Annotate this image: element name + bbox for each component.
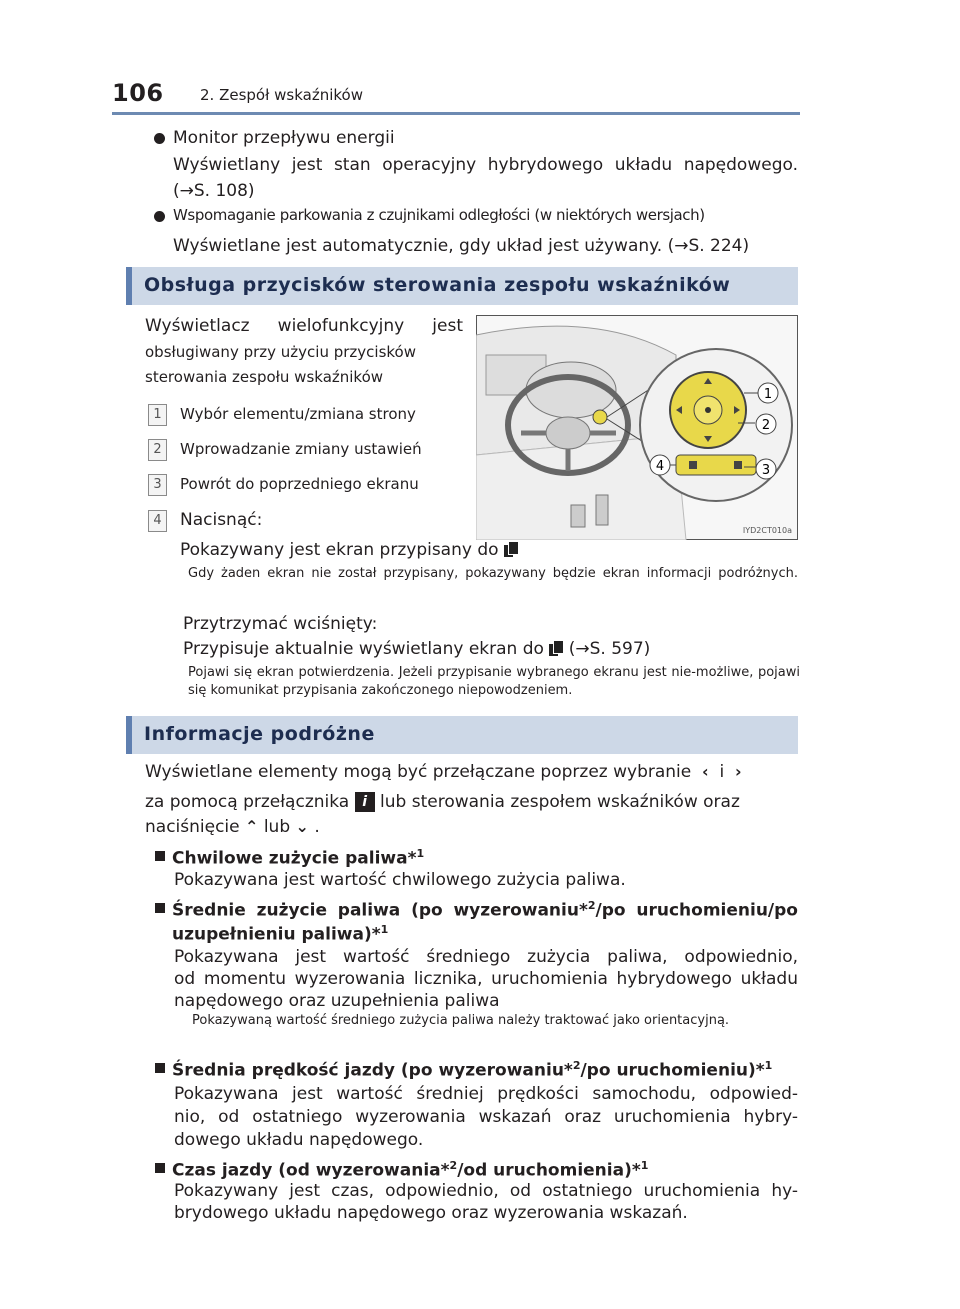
callout-number: 4 <box>148 510 167 532</box>
header-rule <box>112 112 800 115</box>
callout-number: 1 <box>148 404 167 426</box>
item-title-text: Czas jazdy (od wyzerowania* <box>172 1160 450 1181</box>
hold-text: Przypisuje aktualnie wyświetlany ekran d… <box>183 636 650 662</box>
callout-number: 3 <box>148 474 167 496</box>
item-title: Średnia prędkość jazdy (po wyzerowaniu*2… <box>172 1054 772 1083</box>
section2-intro-line1: Wyświetlane elementy mogą być przełączan… <box>145 759 742 785</box>
item-text: brydowego układu napędowego oraz wyzerow… <box>174 1203 688 1223</box>
item-label: Powrót do poprzedniego ekranu <box>180 475 419 493</box>
bullet2-title: Wspomaganie parkowania z czujnikami odle… <box>173 206 705 224</box>
item-title-text: /po uruchomieniu/po <box>595 900 798 921</box>
bullet2-text: Wyświetlane jest automatycznie, gdy ukła… <box>173 236 750 256</box>
hold-note: Pojawi się ekran potwierdzenia. Jeżeli p… <box>188 665 800 698</box>
chevron-right-icon: › <box>735 762 742 781</box>
section-header: Obsługa przycisków sterowania zespołu ws… <box>126 267 798 305</box>
section-header: Informacje podróżne <box>126 716 798 754</box>
item-text: Pokazywana jest wartość chwilowego zużyc… <box>174 870 626 890</box>
item-title: uzupełnieniu paliwa)*1 <box>172 918 388 947</box>
callout-label: 1 <box>764 387 772 402</box>
item-title-text: /od uruchomienia)* <box>457 1160 641 1181</box>
section-title: Informacje podróżne <box>144 723 375 745</box>
callout-label: 3 <box>762 463 770 478</box>
intro-text: lub <box>263 817 291 837</box>
item-text: Pokazywany jest czas, odpowiednio, od os… <box>174 1181 798 1201</box>
section2-intro-line2: za pomocą przełącznika i lub sterowania … <box>145 789 740 815</box>
callout-number: 2 <box>148 439 167 461</box>
copy-screen-icon <box>503 542 518 558</box>
item-text: Pokazywana jest wartość średniej prędkoś… <box>174 1084 798 1104</box>
footnote-mark: 1 <box>416 847 425 860</box>
square-bullet-icon <box>155 1063 165 1073</box>
item-title: Średnie zużycie paliwa (po wyzerowaniu*2… <box>172 894 798 923</box>
intro-and: i <box>719 762 725 782</box>
item-label: Nacisnąć: <box>180 510 263 530</box>
section1-intro-line: sterowania zespołu wskaźników <box>145 368 384 386</box>
press-text: Pokazywany jest ekran przypisany do <box>180 537 518 563</box>
section2-intro-line3: naciśnięcie ⌃ lub ⌄ . <box>145 814 320 840</box>
chevron-up-icon: ⌃ <box>245 817 259 836</box>
item-text: napędowego oraz uzupełnienia paliwa <box>174 991 500 1011</box>
info-icon: i <box>354 792 375 812</box>
item-label: Wprowadzanie zmiany ustawień <box>180 440 422 458</box>
hold-text-label: Przypisuje aktualnie wyświetlany ekran d… <box>183 639 544 659</box>
bullet1-ref: (→S. 108) <box>173 181 255 201</box>
square-bullet-icon <box>155 903 165 913</box>
item-text: dowego układu napędowego. <box>174 1130 424 1150</box>
page-number: 106 <box>112 79 164 107</box>
press-text-label: Pokazywany jest ekran przypisany do <box>180 540 499 560</box>
bullet-icon <box>154 133 165 144</box>
hold-label: Przytrzymać wciśnięty: <box>183 614 378 634</box>
copy-screen-icon <box>549 641 564 657</box>
section1-intro-line: obsługiwany przy użyciu przycisków <box>145 343 417 361</box>
callout-label: 4 <box>656 459 664 474</box>
intro-text: lub sterowania zespołem wskaźników oraz <box>380 792 740 812</box>
chevron-left-icon: ‹ <box>702 762 709 781</box>
steering-wheel-illustration: 1 2 3 4 IYD2CT010a <box>476 315 798 540</box>
press-note: Gdy żaden ekran nie został przypisany, p… <box>188 566 798 581</box>
item-note: Pokazywaną wartość średniego zużycia pal… <box>192 1013 730 1028</box>
chevron-down-icon: ⌄ <box>295 817 309 836</box>
section1-intro-line: Wyświetlacz wielofunkcyjny jest <box>145 316 463 336</box>
hold-ref: (→S. 597) <box>568 639 651 659</box>
square-bullet-icon <box>155 851 165 861</box>
bullet1-text: Wyświetlany jest stan operacyjny hybrydo… <box>173 155 798 175</box>
section-title: Obsługa przycisków sterowania zespołu ws… <box>144 274 731 296</box>
footnote-mark: 2 <box>572 1059 581 1072</box>
item-text: Pokazywana jest wartość średniego zużyci… <box>174 947 798 967</box>
intro-text: naciśnięcie <box>145 817 240 837</box>
item-text: od momentu wyzerowania licznika, uruchom… <box>174 969 798 989</box>
item-text: nio, od ostatniego wyzerowania wskazań o… <box>174 1107 798 1127</box>
chapter-title: 2. Zespół wskaźników <box>200 86 363 104</box>
bullet1-title: Monitor przepływu energii <box>173 128 395 148</box>
bullet-icon <box>154 211 165 222</box>
item-title-text: Średnia prędkość jazdy (po wyzerowaniu* <box>172 1060 573 1081</box>
footnote-mark: 1 <box>640 1159 649 1172</box>
footnote-mark: 2 <box>449 1159 458 1172</box>
item-label: Wybór elementu/zmiana strony <box>180 405 416 423</box>
footnote-mark: 1 <box>764 1059 773 1072</box>
item-title: Czas jazdy (od wyzerowania*2/od uruchomi… <box>172 1154 648 1183</box>
image-caption: IYD2CT010a <box>743 526 792 535</box>
item-title: Chwilowe zużycie paliwa*1 <box>172 842 424 871</box>
item-title-text: /po uruchomieniu)* <box>580 1060 765 1081</box>
footnote-mark: 2 <box>587 899 596 912</box>
intro-text: za pomocą przełącznika <box>145 792 350 812</box>
item-title-text: Chwilowe zużycie paliwa* <box>172 848 417 869</box>
square-bullet-icon <box>155 1163 165 1173</box>
footnote-mark: 1 <box>380 923 389 936</box>
item-title-text: Średnie zużycie paliwa (po wyzerowaniu* <box>172 900 588 921</box>
item-title-text: uzupełnieniu paliwa)* <box>172 924 381 945</box>
intro-text: Wyświetlane elementy mogą być przełączan… <box>145 762 692 782</box>
callout-label: 2 <box>762 418 770 433</box>
